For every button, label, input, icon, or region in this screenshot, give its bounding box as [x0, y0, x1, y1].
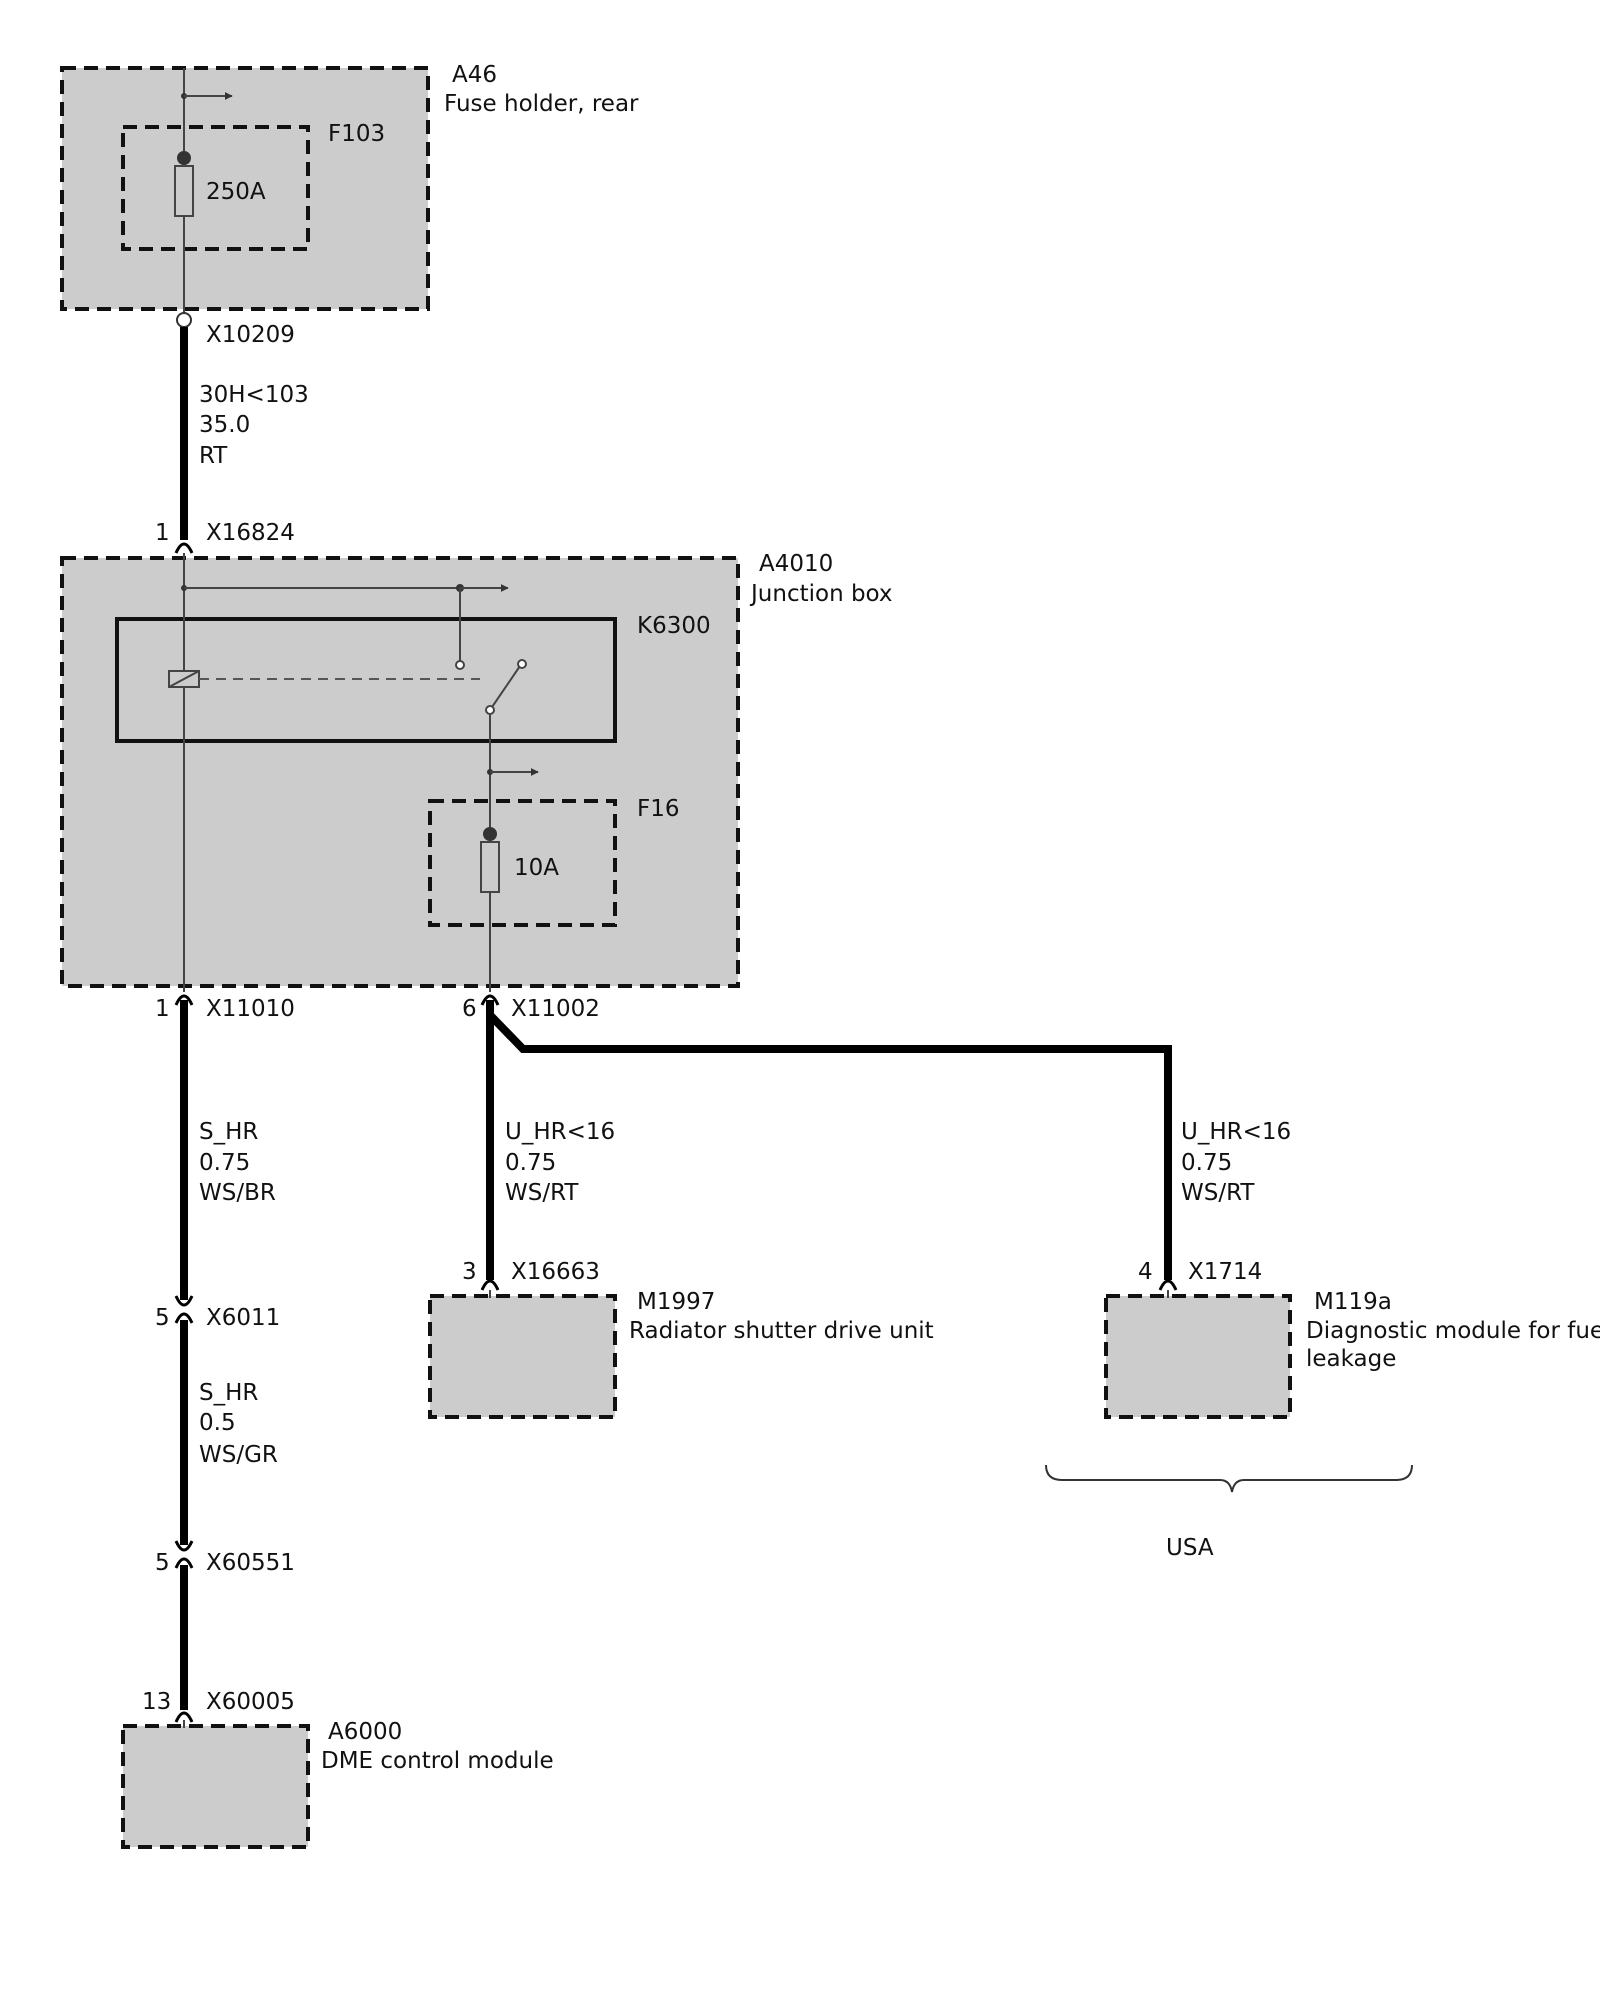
usa-brace — [1045, 1464, 1413, 1493]
wire-u-hr-1-signal: U_HR<16 — [505, 1119, 615, 1145]
fuse-f16-symbol — [480, 841, 500, 893]
connector-x11002-label: X11002 — [511, 996, 600, 1022]
connector-x11010-pin: 1 — [155, 996, 170, 1022]
junction-box-id: A4010 — [759, 551, 833, 577]
fuse-f103-node — [177, 151, 191, 165]
connector-x11002-pin: 6 — [462, 996, 477, 1022]
dme-id: A6000 — [328, 1719, 402, 1745]
wire-u-hr-2-color: WS/RT — [1181, 1180, 1255, 1206]
fuse-f103-id: F103 — [328, 121, 385, 147]
connector-x16663-label: X16663 — [511, 1259, 600, 1285]
wire-u-hr-1-color: WS/RT — [505, 1180, 579, 1206]
dme-a6000-box — [121, 1724, 310, 1849]
wire-s-hr-upper-size: 0.75 — [199, 1150, 250, 1176]
market-label: USA — [1166, 1535, 1214, 1561]
connector-x1714-pin: 4 — [1138, 1259, 1153, 1285]
diagnostic-module-name-line1: Diagnostic module for fuel — [1306, 1318, 1600, 1344]
relay-k6300-id: K6300 — [637, 613, 711, 639]
connector-x60551-symbol — [174, 1540, 194, 1569]
wire-s-hr-upper-signal: S_HR — [199, 1119, 258, 1145]
fuse-f16-rating: 10A — [514, 855, 559, 881]
wire-30h-signal: 30H<103 — [199, 382, 309, 408]
connector-x16663-pin: 3 — [462, 1259, 477, 1285]
relay-switch-arm — [489, 665, 521, 711]
wire-u-hr-routing — [486, 1000, 1172, 1280]
connector-x11010-label: X11010 — [206, 996, 295, 1022]
connector-x60005-label: X60005 — [206, 1689, 295, 1715]
connector-x60551-label: X60551 — [206, 1550, 295, 1576]
relay-coil-diagonal — [168, 670, 200, 688]
fuse-f16-node — [483, 827, 497, 841]
wire-s-hr-upper-color: WS/BR — [199, 1180, 276, 1206]
wire-30h-color: RT — [199, 443, 228, 469]
fuse-f16-id: F16 — [637, 796, 680, 822]
connector-x6011-symbol — [174, 1295, 194, 1324]
diagnostic-module-name-line2: leakage — [1306, 1346, 1396, 1372]
relay-k6300-box — [115, 617, 617, 743]
connector-x60551-pin: 5 — [155, 1550, 170, 1576]
wire-30h-size: 35.0 — [199, 412, 250, 438]
fuse-f103-box — [121, 125, 310, 251]
radiator-shutter-id: M1997 — [637, 1289, 715, 1315]
fuse-f103-symbol — [174, 165, 194, 217]
wire-s-hr-lower-size: 0.5 — [199, 1410, 236, 1436]
connector-x11010-symbol — [174, 994, 194, 1006]
connector-x6011-label: X6011 — [206, 1305, 280, 1331]
connector-x10209-label: X10209 — [206, 322, 295, 348]
connector-x60005-symbol — [174, 1711, 194, 1723]
connector-x60005-pin: 13 — [142, 1689, 171, 1715]
relay-switch-pivot — [485, 705, 495, 715]
fuse-holder-id: A46 — [452, 62, 497, 88]
diagnostic-module-m119a-box — [1104, 1294, 1292, 1419]
connector-x16663-symbol — [480, 1279, 500, 1291]
wire-u-hr-2-signal: U_HR<16 — [1181, 1119, 1291, 1145]
fuse-f16-box — [428, 799, 617, 927]
connector-x16824-symbol — [174, 542, 194, 554]
fuse-f103-rating: 250A — [206, 179, 266, 205]
relay-switch-contact — [517, 659, 527, 669]
connector-x1714-symbol — [1158, 1279, 1178, 1291]
connector-x16824-label: X16824 — [206, 520, 295, 546]
junction-box-name: Junction box — [749, 581, 893, 607]
fuse-holder-name: Fuse holder, rear — [444, 91, 639, 117]
dme-name: DME control module — [321, 1748, 554, 1774]
diagnostic-module-id: M119a — [1314, 1289, 1392, 1315]
connector-x11002-symbol — [480, 994, 500, 1006]
junction-box-a4010 — [60, 556, 740, 988]
wire-u-hr-2-size: 0.75 — [1181, 1150, 1232, 1176]
connector-x1714-label: X1714 — [1188, 1259, 1262, 1285]
relay-contact-no — [455, 660, 465, 670]
connector-x10209-terminal — [176, 312, 192, 328]
connector-x16824-pin: 1 — [155, 520, 170, 546]
wire-u-hr-1-size: 0.75 — [505, 1150, 556, 1176]
connector-x6011-pin: 5 — [155, 1305, 170, 1331]
wire-s-hr-lower-color: WS/GR — [199, 1442, 278, 1468]
radiator-shutter-m1997-box — [428, 1294, 617, 1419]
radiator-shutter-name: Radiator shutter drive unit — [629, 1318, 934, 1344]
wire-s-hr-lower-signal: S_HR — [199, 1380, 258, 1406]
